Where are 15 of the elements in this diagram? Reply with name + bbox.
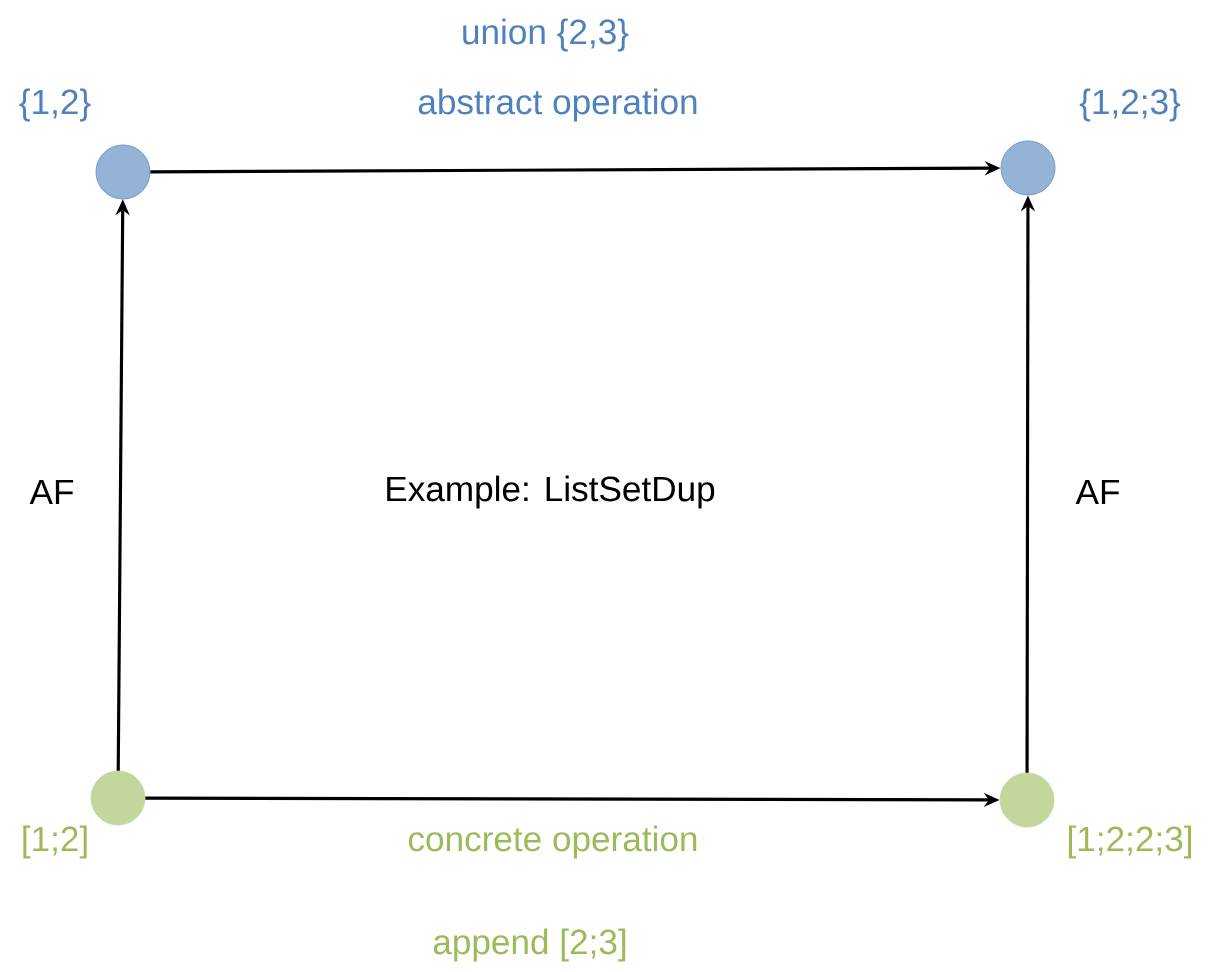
circle-node [95,144,151,200]
text-label: append [2;3] [433,928,626,962]
edge-label: abstract operation [413,85,703,125]
node-label: [1;2;2;3] [1069,825,1191,859]
text-label: union {2,3} [463,18,629,52]
node-label: [1;2] [23,825,87,859]
edge-label: AF [1072,476,1124,508]
edge-label: AF [26,476,78,508]
node-label: {1,2} [19,88,91,122]
circle-node [1000,140,1056,196]
circle-node [90,770,146,826]
edge-label: concrete operation [403,822,703,862]
circle-node [999,772,1055,828]
node-label: {1,2;3} [1079,88,1181,122]
text-label: Example: ListSetDup [387,475,715,509]
